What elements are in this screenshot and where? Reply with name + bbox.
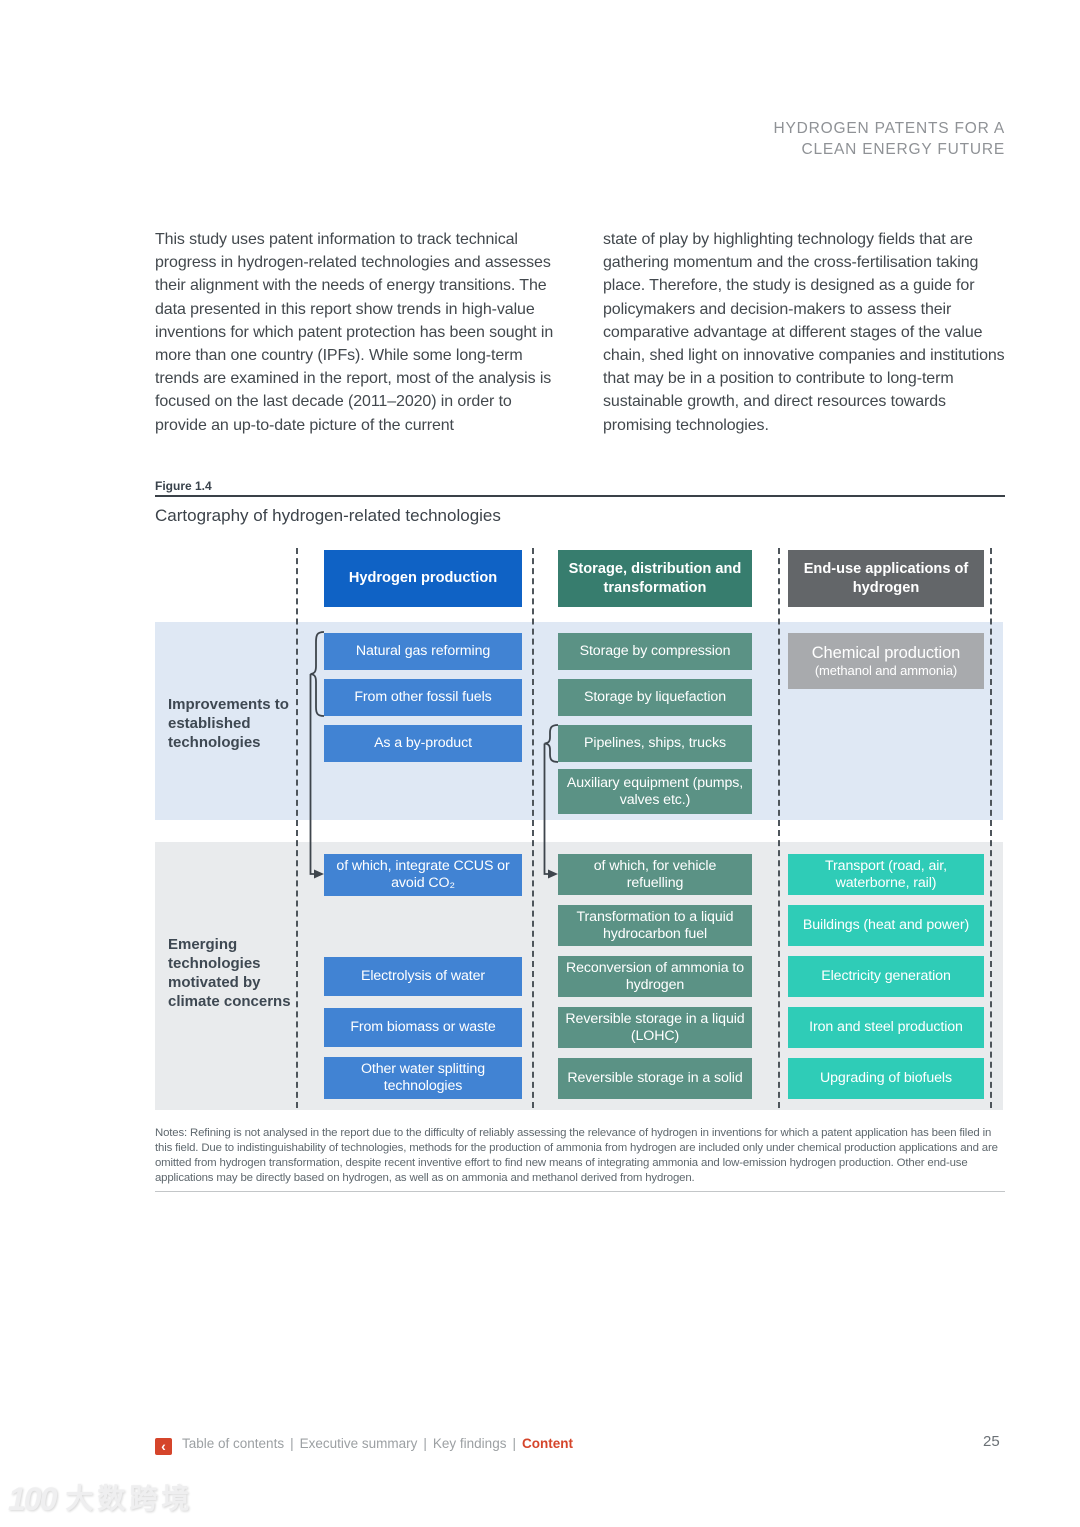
running-header-line2: CLEAN ENERGY FUTURE <box>801 141 1005 158</box>
figure-title: Cartography of hydrogen-related technolo… <box>155 506 501 525</box>
row-label-emerging: Emerging technologies motivated by clima… <box>168 936 291 1010</box>
dashed-divider-2 <box>532 548 534 1108</box>
intro-right-column: state of play by highlighting technology… <box>603 231 1005 434</box>
footer-nav: ‹ Table of contents | Executive summary | Key… <box>155 1436 1005 1455</box>
box-iron-and-steel: Iron and steel production <box>788 1007 984 1048</box>
column-header-end-use: End-use applications of hydrogen <box>788 550 984 607</box>
figure-diagram: Hydrogen production Storage, distributio… <box>155 545 1010 1110</box>
page-number: 25 <box>983 1433 1000 1450</box>
box-reversible-storage-solid: Reversible storage in a solid <box>558 1058 752 1099</box>
box-other-water-splitting: Other water splitting technologies <box>324 1057 522 1099</box>
box-electrolysis-of-water: Electrolysis of water <box>324 957 522 996</box>
footer-link-key-findings[interactable]: Key findings <box>432 1436 507 1451</box>
watermark-logo: 100 <box>8 1481 57 1517</box>
box-storage-by-liquefaction: Storage by liquefaction <box>558 679 752 716</box>
box-storage-by-compression: Storage by compression <box>558 633 752 670</box>
watermark-brand-text: 大数跨境 <box>65 1483 194 1514</box>
box-from-other-fossil-fuels: From other fossil fuels <box>324 679 522 716</box>
figure-notes: Notes: Refining is not analysed in the r… <box>155 1127 998 1185</box>
running-header-line1: HYDROGEN PATENTS FOR A <box>773 120 1005 137</box>
box-reversible-storage-liquid: Reversible storage in a liquid (LOHC) <box>558 1007 752 1048</box>
figure-label: Figure 1.4 <box>155 479 212 493</box>
box-electricity-generation: Electricity generation <box>788 956 984 997</box>
footer-separator: | <box>512 1436 516 1451</box>
box-upgrading-of-biofuels: Upgrading of biofuels <box>788 1058 984 1099</box>
chemical-production-title: Chemical production <box>811 643 961 662</box>
column-header-hydrogen-production: Hydrogen production <box>324 550 522 607</box>
box-auxiliary-equipment: Auxiliary equipment (pumps, valves etc.) <box>558 769 752 814</box>
box-as-a-by-product: As a by-product <box>324 725 522 762</box>
box-buildings: Buildings (heat and power) <box>788 905 984 946</box>
chemical-production-subtitle: (methanol and ammonia) <box>814 662 958 678</box>
dashed-divider-3 <box>778 548 780 1108</box>
box-integrate-ccus: of which, integrate CCUS or avoid CO₂ <box>324 854 522 896</box>
intro-text: This study uses patent information to tr… <box>155 228 1007 437</box>
row-label-improvements: Improvements to established technologies <box>168 696 289 751</box>
dashed-divider-1 <box>296 548 298 1108</box>
column-header-storage-distribution: Storage, distribution and transformation <box>558 550 752 607</box>
footer-link-table-of-contents[interactable]: Table of contents <box>182 1436 285 1451</box>
intro-left-column: This study uses patent information to tr… <box>155 231 554 434</box>
footer-current-section: Content <box>521 1436 573 1451</box>
back-button[interactable]: ‹ <box>155 1437 172 1455</box>
box-natural-gas-reforming: Natural gas reforming <box>324 633 522 670</box>
box-from-biomass-or-waste: From biomass or waste <box>324 1008 522 1047</box>
box-pipelines-ships-trucks: Pipelines, ships, trucks <box>558 725 752 762</box>
dashed-divider-4 <box>990 548 992 1108</box>
figure-bottom-rule <box>155 1191 1005 1192</box>
running-header: HYDROGEN PATENTS FOR A CLEAN ENERGY FUTU… <box>774 118 1005 160</box>
figure-top-rule <box>155 495 1005 497</box>
footer-separator: | <box>423 1436 427 1451</box>
footer-link-executive-summary[interactable]: Executive summary <box>299 1436 418 1451</box>
box-chemical-production: Chemical production (methanol and ammoni… <box>788 633 984 689</box>
box-vehicle-refuelling: of which, for vehicle refuelling <box>558 854 752 895</box>
watermark: 100 大数跨境 <box>8 1477 193 1518</box>
box-reconversion-ammonia: Reconversion of ammonia to hydrogen <box>558 956 752 997</box>
box-transport: Transport (road, air, waterborne, rail) <box>788 854 984 895</box>
footer-separator: | <box>290 1436 294 1451</box>
box-liquid-hydrocarbon-fuel: Transformation to a liquid hydrocarbon f… <box>558 905 752 946</box>
chevron-left-icon: ‹ <box>161 1438 166 1454</box>
